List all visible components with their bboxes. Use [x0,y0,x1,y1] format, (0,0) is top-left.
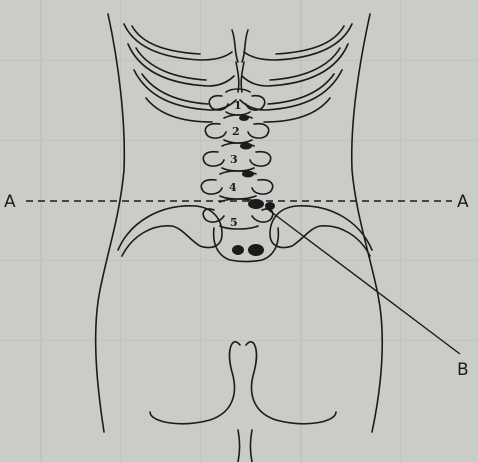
vertebra-number-3: 3 [230,153,238,166]
vertebra-number-1: 1 [234,99,242,112]
label-a-left: A [4,192,16,212]
label-a-right: A [457,192,469,212]
vertebra-number-4: 4 [229,181,237,194]
vertebra-number-2: 2 [232,125,240,138]
label-b: B [457,360,469,380]
vertebra-number-5: 5 [230,216,238,229]
